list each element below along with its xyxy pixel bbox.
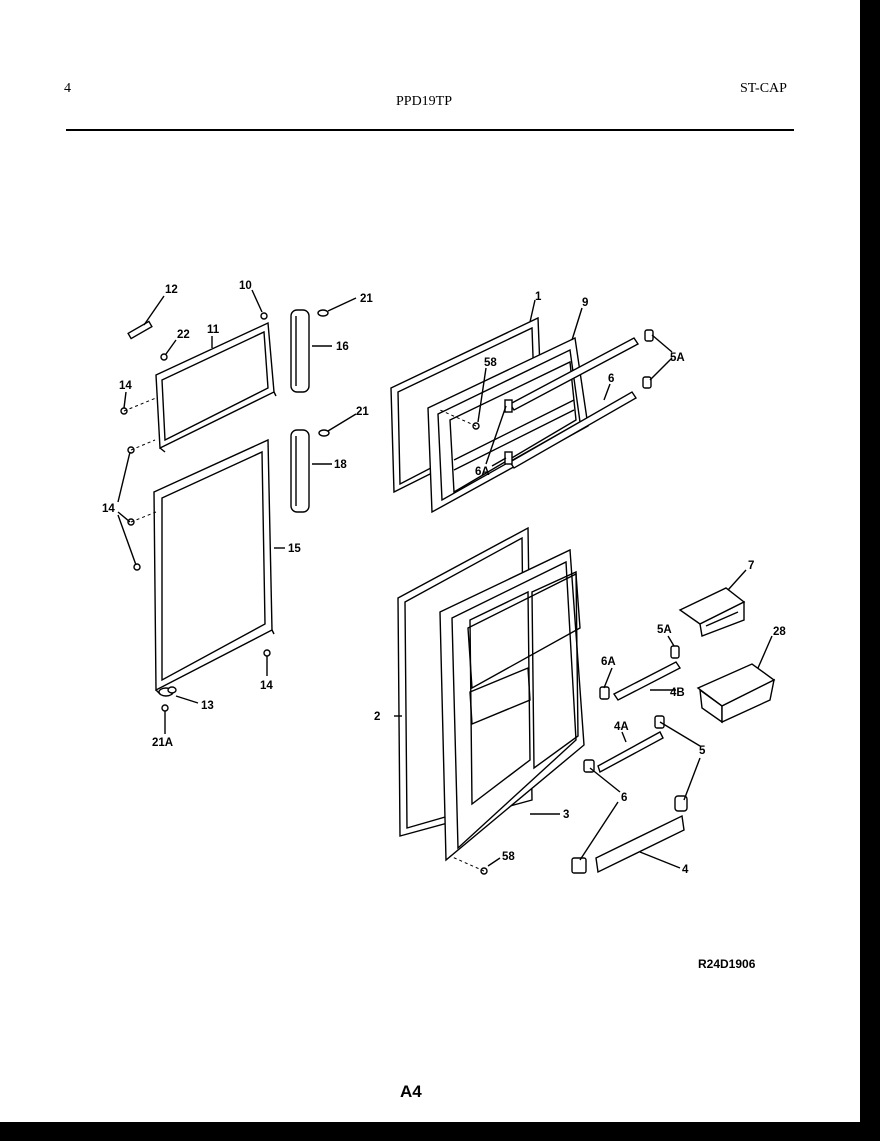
callout-5: 5 [699,745,706,757]
callout-1: 1 [535,291,542,303]
drawing-reference: R24D1906 [698,957,756,971]
callout-2: 2 [374,711,380,723]
callout-4: 4 [682,864,689,876]
callout-21-a: 21 [360,293,373,305]
callout-21a: 21A [152,737,173,749]
part-14-screw-e [263,649,271,657]
part-5-end-cap-mid [654,715,665,729]
callout-5a-top: 5A [670,352,685,364]
callout-4a: 4A [614,721,629,733]
part-10-screw [260,312,268,320]
fresh-food-door-outer-panel [153,438,275,695]
part-21-screw-a [317,309,329,317]
part-22-screw [160,353,168,361]
callout-15: 15 [288,543,301,555]
callout-12: 12 [165,284,178,296]
part-4b-door-rack-bar [612,661,682,701]
part-4-door-rack-bar [595,814,685,874]
callout-10: 10 [239,280,252,292]
header-rule [66,129,794,131]
callout-3: 3 [563,809,569,821]
callout-5a-mid: 5A [657,624,672,636]
callout-58-top: 58 [484,357,497,369]
callout-22: 22 [177,329,190,341]
part-14-screw-d [133,563,141,571]
callout-6-top: 6 [608,373,614,385]
catalog-code: ST-CAP [740,81,787,96]
page-label: A4 [400,1082,422,1101]
part-7-dairy-door [678,587,746,637]
callout-6a-mid: 6A [601,656,616,668]
part-12-pin [127,320,153,340]
page-number: 4 [64,81,71,96]
exploded-parts-diagram: 12 22 11 10 14 14 15 14 13 21A 16 18 21 … [102,280,786,876]
callout-28: 28 [773,626,786,638]
callout-labels: 12 22 11 10 14 14 15 14 13 21A 16 18 21 … [102,280,786,876]
callout-9: 9 [582,297,588,309]
callout-18: 18 [334,459,347,471]
part-8-door-rack-bar-lower [509,391,637,469]
callout-11: 11 [207,324,220,336]
leader-lines [117,289,773,872]
callout-14-a: 14 [119,380,132,392]
callout-4b: 4B [670,687,685,699]
model-number: PPD19TP [396,94,453,109]
callout-14-c: 14 [260,680,273,692]
part-5a-end-cap-mid [670,645,680,659]
part-6a-end-cap-mid [599,686,610,700]
part-6a-end-cap-lower [504,451,513,465]
part-21a-screw [161,704,169,718]
part-6a-end-cap-upper [504,399,513,413]
part-4a-door-rack-bar [597,731,664,774]
part-18-handle [290,429,310,513]
freezer-door-outer-panel [155,321,277,453]
part-28-dairy-bin [696,663,776,724]
diagram-page: 4 PPD19TP ST-CAP [0,0,860,1122]
part-6-end-cap-bottom [571,857,587,874]
callout-16: 16 [336,341,349,353]
part-21-screw-b [318,429,330,437]
part-16-handle [290,309,310,393]
callout-58-bottom: 58 [502,851,515,863]
callout-7: 7 [748,560,754,572]
part-13-bushing [158,686,177,697]
callout-13: 13 [201,700,214,712]
callout-6a-top: 6A [475,466,490,478]
callout-14-b: 14 [102,503,115,515]
part-3-fresh-food-door-liner [439,548,585,862]
callout-21-b: 21 [356,406,369,418]
callout-6-bottom: 6 [621,792,627,804]
